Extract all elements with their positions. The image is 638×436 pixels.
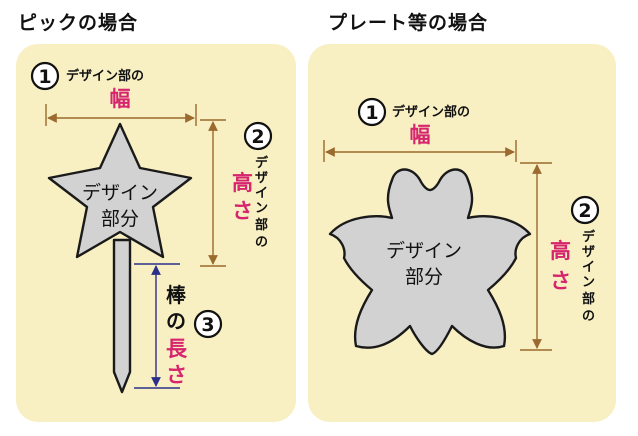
blossom-text-line2: 部分 bbox=[405, 266, 443, 288]
height-label-char: ザ bbox=[582, 245, 595, 260]
width-value: 幅 bbox=[410, 123, 431, 147]
plate-width-callout: 1 デザイン部の 幅 bbox=[357, 97, 470, 147]
height-label-char: イ bbox=[582, 260, 595, 275]
rod-text-1: 棒 bbox=[166, 283, 187, 307]
height-value-1: 高 bbox=[550, 239, 571, 263]
height-value-2: さ bbox=[550, 269, 571, 293]
number-badge-2 bbox=[570, 195, 600, 225]
pick-heading: ピックの場合 bbox=[18, 12, 139, 34]
width-label: デザイン部の bbox=[66, 68, 144, 84]
height-label-char: ン bbox=[582, 275, 595, 290]
height-value-1: 高 bbox=[232, 171, 253, 195]
height-value-2: さ bbox=[232, 199, 253, 223]
pick-height-dimension: 高 さ bbox=[200, 119, 253, 267]
plate-heading: プレート等の場合 bbox=[328, 12, 489, 34]
number-badge-3 bbox=[193, 309, 223, 339]
width-value: 幅 bbox=[110, 87, 131, 111]
rod-value-2: さ bbox=[166, 363, 187, 387]
height-label-char: デ bbox=[582, 229, 596, 245]
blossom-text-line1: デザイン bbox=[386, 240, 462, 262]
badge-number: 1 bbox=[365, 102, 378, 124]
height-label-char: の bbox=[582, 309, 595, 324]
badge-number: 1 bbox=[38, 66, 51, 88]
pick-width-dimension bbox=[45, 104, 197, 126]
rod-length-dimension bbox=[134, 263, 180, 389]
number-badge-1 bbox=[357, 97, 387, 127]
star-text-line2: 部分 bbox=[101, 208, 139, 230]
plate-width-dimension bbox=[323, 140, 517, 162]
star-shape bbox=[47, 122, 193, 259]
badge-number: 2 bbox=[578, 200, 591, 222]
height-label-char: デ bbox=[255, 155, 269, 171]
pick-rod bbox=[112, 238, 132, 394]
rod-text-2: の bbox=[166, 309, 186, 333]
height-label-char: の bbox=[255, 235, 268, 250]
height-label-char: ザ bbox=[255, 171, 268, 186]
rod-length-callout: 棒 の 3 長 さ bbox=[166, 283, 223, 387]
pick-height-callout: 2 デ ザ イ ン 部 の bbox=[243, 121, 273, 250]
cherry-blossom-shape bbox=[328, 168, 532, 356]
rod-value-1: 長 bbox=[166, 337, 188, 361]
badge-number: 3 bbox=[201, 314, 214, 336]
width-label: デザイン部の bbox=[392, 104, 470, 120]
pick-width-callout: 1 デザイン部の 幅 bbox=[30, 61, 144, 111]
number-badge-1 bbox=[30, 61, 60, 91]
height-label-char: イ bbox=[255, 186, 268, 201]
height-label-char: ン bbox=[255, 201, 268, 216]
number-badge-2 bbox=[243, 121, 273, 151]
star-text-line1: デザイン bbox=[82, 182, 158, 204]
plate-height-callout: 2 デ ザ イ ン 部 の bbox=[570, 195, 600, 324]
height-label-char: 部 bbox=[582, 291, 595, 307]
badge-number: 2 bbox=[251, 126, 264, 148]
height-label-char: 部 bbox=[255, 217, 268, 233]
plate-height-dimension: 高 さ bbox=[520, 162, 571, 351]
